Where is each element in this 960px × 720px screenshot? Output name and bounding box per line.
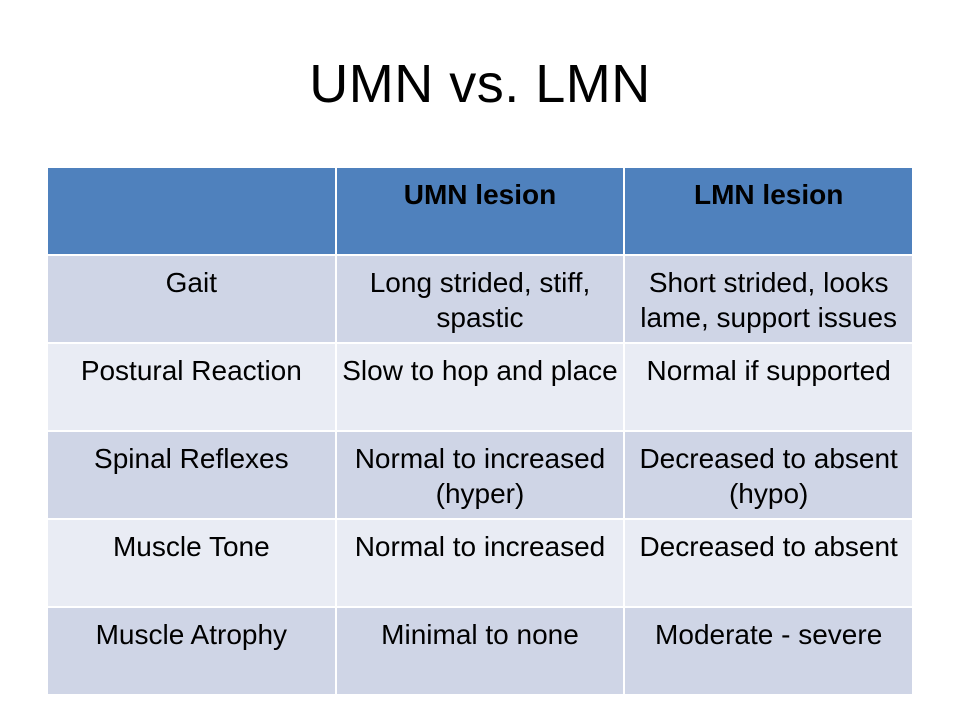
umn-cell: Normal to increased (hyper)	[336, 432, 624, 518]
row-label-cell: Postural Reaction	[48, 344, 335, 430]
umn-lesion-header: UMN lesion	[336, 168, 624, 254]
empty-header-cell	[48, 168, 335, 254]
umn-cell: Minimal to none	[336, 608, 624, 694]
row-label-cell: Muscle Tone	[48, 520, 335, 606]
umn-cell: Slow to hop and place	[336, 344, 624, 430]
lmn-cell: Normal if supported	[625, 344, 912, 430]
lmn-cell: Decreased to absent	[625, 520, 912, 606]
lmn-cell: Moderate - severe	[625, 608, 912, 694]
page-title: UMN vs. LMN	[309, 54, 651, 114]
lmn-lesion-header: LMN lesion	[625, 168, 912, 254]
row-label-cell: Muscle Atrophy	[48, 608, 335, 694]
comparison-table: UMN lesion LMN lesion Gait Long strided,…	[48, 168, 912, 694]
row-label-cell: Gait	[48, 256, 335, 342]
umn-cell: Normal to increased	[336, 520, 624, 606]
row-label-cell: Spinal Reflexes	[48, 432, 335, 518]
lmn-cell: Short strided, looks lame, support issue…	[625, 256, 912, 342]
umn-cell: Long strided, stiff, spastic	[336, 256, 624, 342]
lmn-cell: Decreased to absent (hypo)	[625, 432, 912, 518]
